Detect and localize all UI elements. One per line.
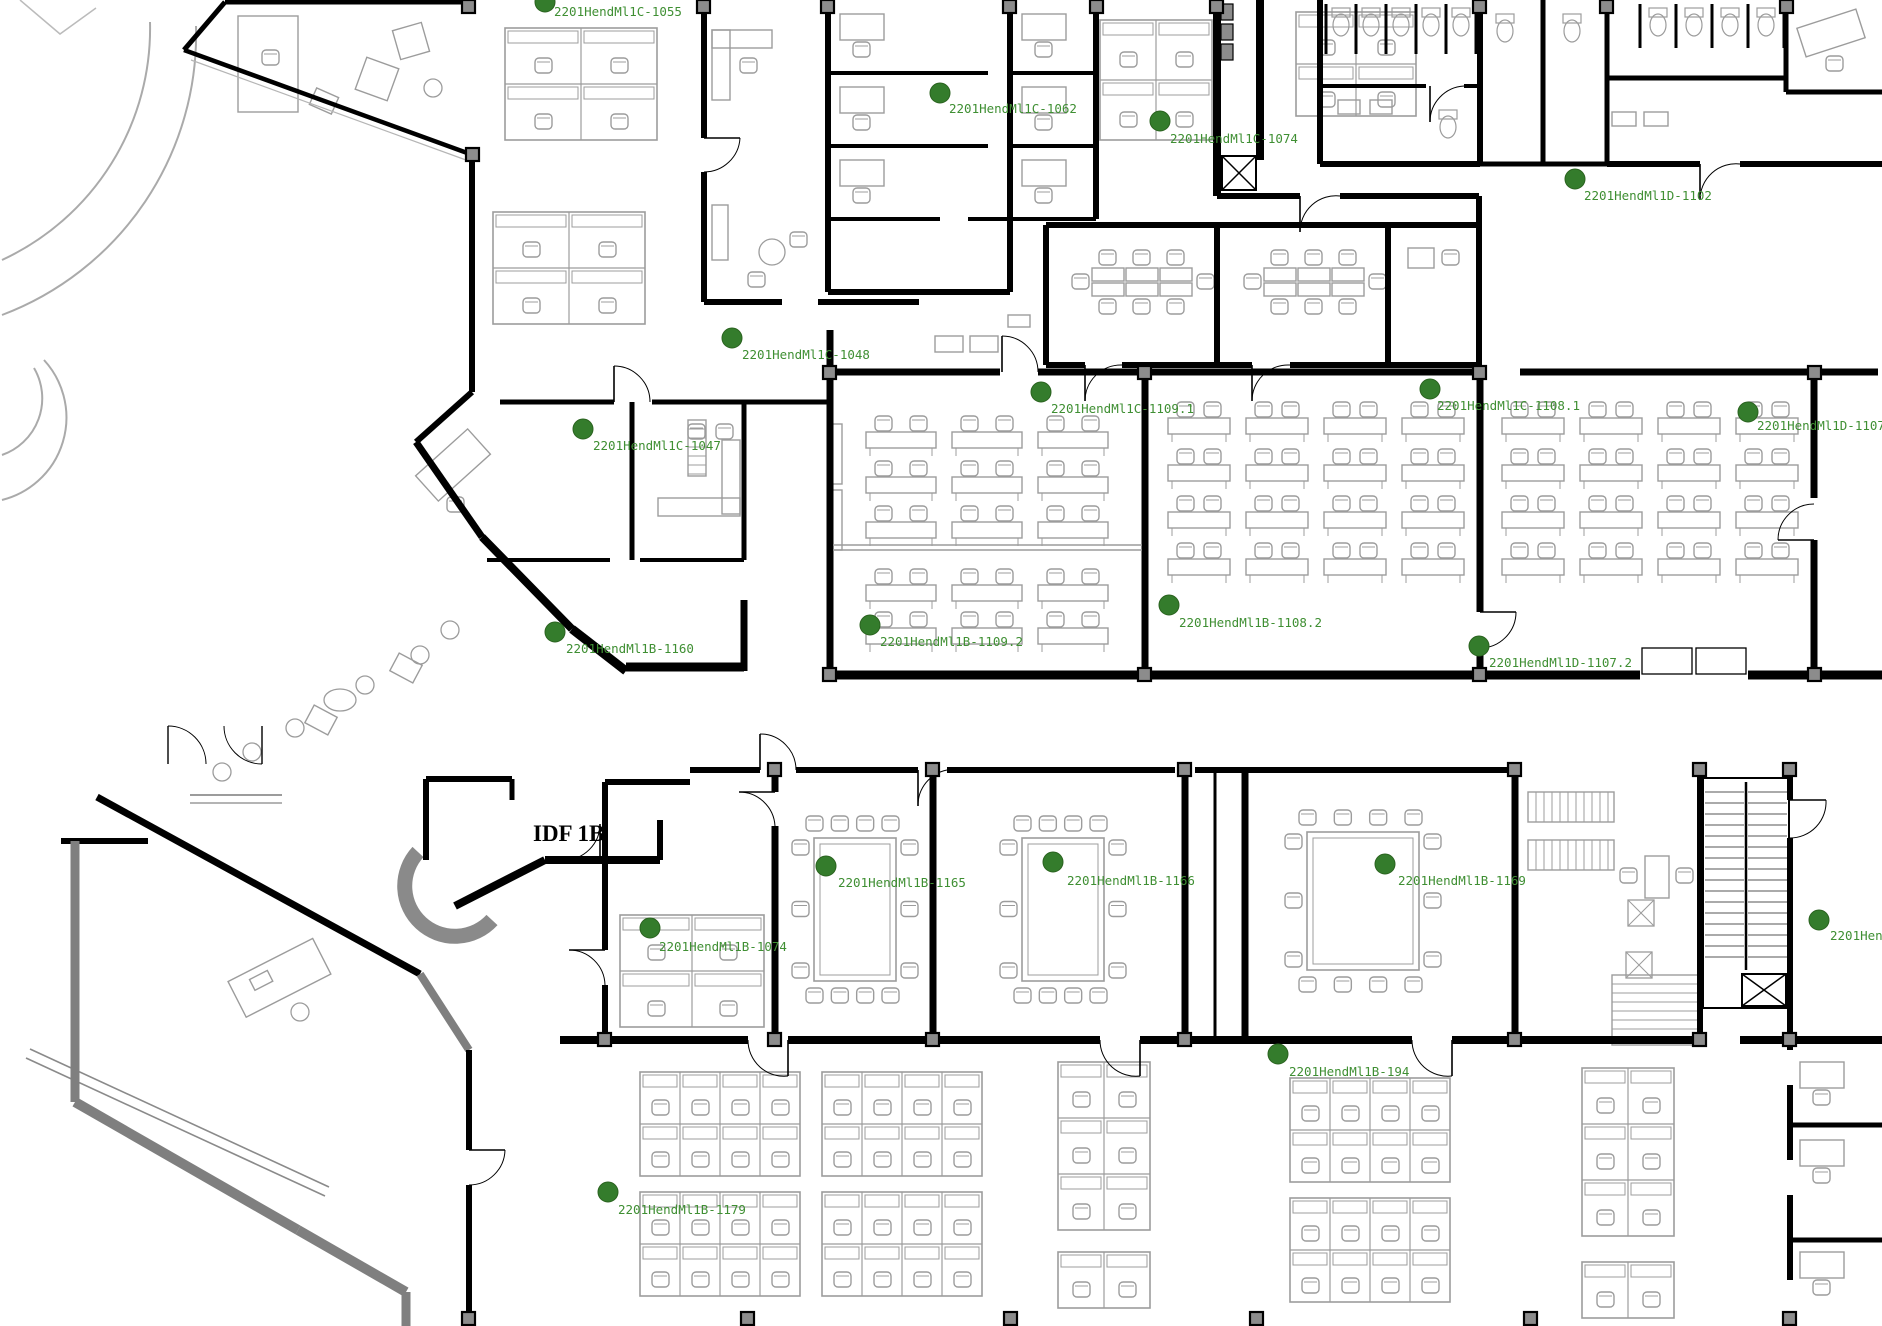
access-point-markers-layer: 2201HendMl1C-1055 2201HendMl1C-1062 2201He… [534,0,1882,1217]
ap-dot[interactable] [1468,635,1490,657]
ap-marker-group: 2201HendMl1B-1160 [544,621,694,656]
ap-marker-group: 2201HendMl1C-1108.1 [1419,378,1580,413]
ap-label[interactable]: 2201HendMl1D-1102 [1584,188,1712,203]
ap-marker-group: 2201HendMl1C-1074 [1149,110,1298,146]
ap-dot[interactable] [1419,378,1441,400]
ap-marker-group: 2201HendMl1D-1102 [1564,168,1712,203]
ap-marker-group: 2201HendMl1B-1169 [1374,853,1526,888]
ap-label[interactable]: 2201HendMl1B-1169 [1398,873,1526,888]
ap-label[interactable]: 2201HendMl1B-1179 [618,1202,746,1217]
ap-marker-group: 2201HendMl1B-1166 [1042,851,1195,888]
ap-dot[interactable] [815,855,837,877]
ap-label[interactable]: 2201HendMl1B-1165 [838,875,966,890]
ap-dot[interactable] [929,82,951,104]
ap-label[interactable]: 2201HendMl1C-1047 [593,438,721,453]
ap-dot[interactable] [859,614,881,636]
ap-label[interactable]: 2201HendMl1C-1074 [1170,131,1298,146]
ap-marker-group: 2201HendMl1B-1074 [639,917,787,954]
ap-dot[interactable] [534,0,556,13]
ap-label[interactable]: 2201HendMl1C-1108.1 [1437,398,1580,413]
ap-label[interactable]: 2201HendMl1B-1166 [1067,873,1195,888]
doors-layer [167,85,1827,1186]
ap-marker-group: 2201Hend [1808,909,1882,943]
ap-marker-group: 2201HendMl1C-1109.1 [1030,381,1194,416]
ap-marker-group: 2201HendMl1C-1048 [721,327,870,362]
ap-dot[interactable] [544,621,566,643]
ap-dot[interactable] [1158,594,1180,616]
ap-dot[interactable] [1267,1043,1289,1065]
room-label-idf-1b: IDF 1B [533,821,604,846]
ap-dot[interactable] [639,917,661,939]
ap-marker-group: 2201HendMl1B-1179 [597,1181,746,1217]
ap-dot[interactable] [1737,401,1759,423]
ap-dot[interactable] [1808,909,1830,931]
ap-dot[interactable] [1374,853,1396,875]
ap-label[interactable]: 2201HendMl1D-1107.2 [1489,655,1632,670]
ap-dot[interactable] [1030,381,1052,403]
ap-label[interactable]: 2201HendMl1C-1055 [554,4,682,19]
ap-marker-group: 2201HendMl1C-1062 [929,82,1077,116]
ap-marker-group: 2201HendMl1B-1108.2 [1158,594,1322,630]
ap-label[interactable]: 2201HendMl1D-1107.1 [1757,418,1882,433]
ap-marker-group: 2201HendMl1C-1047 [572,418,721,453]
site-landscape-layer [1,0,198,501]
ap-dot[interactable] [1042,851,1064,873]
ap-label[interactable]: 2201HendMl1B-1109.2 [880,634,1023,649]
ap-label[interactable]: 2201HendMl1C-1109.1 [1051,401,1194,416]
ap-label[interactable]: 2201HendMl1C-1062 [949,101,1077,116]
ap-dot[interactable] [721,327,743,349]
ap-marker-group: 2201HendMl1B-1109.2 [859,614,1023,649]
ap-marker-group: 2201HendMl1B-194 [1267,1043,1409,1079]
ap-label[interactable]: 2201HendMl1C-1048 [742,347,870,362]
ap-label[interactable]: 2201HendMl1B-194 [1289,1064,1409,1079]
ap-dot[interactable] [1149,110,1171,132]
ap-label[interactable]: 2201HendMl1B-1074 [659,939,787,954]
ap-marker-group: 2201HendMl1C-1055 [534,0,682,19]
ap-marker-group: 2201HendMl1D-1107.1 [1737,401,1882,433]
columns-layer [460,0,1823,1326]
ap-label[interactable]: 2201HendMl1B-1108.2 [1179,615,1322,630]
ap-label[interactable]: 2201HendMl1B-1160 [566,641,694,656]
ap-label[interactable]: 2201Hend [1830,928,1882,943]
ap-marker-group: 2201HendMl1D-1107.2 [1468,635,1632,670]
ap-dot[interactable] [572,418,594,440]
ap-marker-group: 2201HendMl1B-1165 [815,855,966,890]
ap-dot[interactable] [1564,168,1586,190]
walls-layer [61,0,1882,1326]
ap-dot[interactable] [597,1181,619,1203]
